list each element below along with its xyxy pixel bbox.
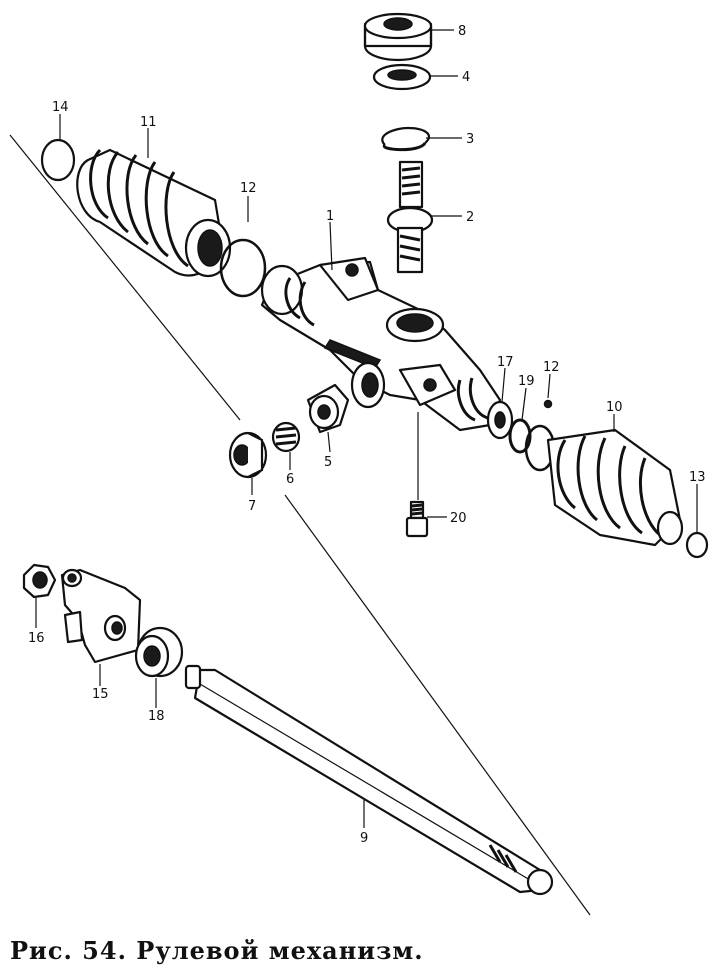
leader-1 <box>329 221 333 271</box>
part-15-bracket <box>60 568 142 664</box>
part-20-bolt <box>405 500 429 538</box>
callout-1: 1 <box>326 209 334 224</box>
callout-20: 20 <box>450 511 467 526</box>
part-9-rack <box>184 664 554 896</box>
leader-19 <box>521 387 527 421</box>
part-3-snap-ring <box>381 126 431 152</box>
part-1-housing <box>260 256 502 432</box>
part-13-clip <box>685 531 709 559</box>
callout-5: 5 <box>324 455 332 470</box>
axis-line-left <box>9 134 241 421</box>
callout-14: 14 <box>52 100 69 115</box>
part-12-left-band <box>219 238 267 298</box>
part-18-bushing <box>134 626 184 678</box>
callout-4: 4 <box>462 70 470 85</box>
callout-12-left: 12 <box>240 181 257 196</box>
callout-15: 15 <box>92 687 109 702</box>
part-5-rack-guide <box>306 383 350 434</box>
part-6-spring <box>271 421 301 453</box>
callout-11: 11 <box>140 115 157 130</box>
callout-9: 9 <box>360 831 368 846</box>
callout-13: 13 <box>689 470 706 485</box>
part-8-cap <box>363 12 433 62</box>
callout-3: 3 <box>466 132 474 147</box>
part-7-plug <box>228 431 268 479</box>
callout-2: 2 <box>466 210 474 225</box>
part-4-ring <box>372 63 432 91</box>
leader-17 <box>501 367 506 403</box>
figure-caption: Рис. 54. Рулевой механизм. <box>10 936 424 965</box>
leader-12b <box>547 373 551 399</box>
part-17-washer <box>486 400 514 440</box>
axis-line-right <box>284 494 591 916</box>
callout-12-right: 12 <box>543 360 560 375</box>
part-2-pinion <box>386 160 434 274</box>
part-10-right-boot <box>546 428 684 547</box>
callout-19: 19 <box>518 374 535 389</box>
part-16-nut <box>22 563 57 599</box>
part-11-left-boot <box>76 148 232 278</box>
leader-5 <box>327 431 331 453</box>
callout-18: 18 <box>148 709 165 724</box>
callout-17: 17 <box>497 355 514 370</box>
callout-6: 6 <box>286 472 294 487</box>
callout-8: 8 <box>458 24 466 39</box>
callout-16: 16 <box>28 631 45 646</box>
part-14-clip <box>40 138 76 182</box>
callout-7: 7 <box>248 499 256 514</box>
part-19-ring <box>508 418 532 454</box>
callout-10: 10 <box>606 400 623 415</box>
